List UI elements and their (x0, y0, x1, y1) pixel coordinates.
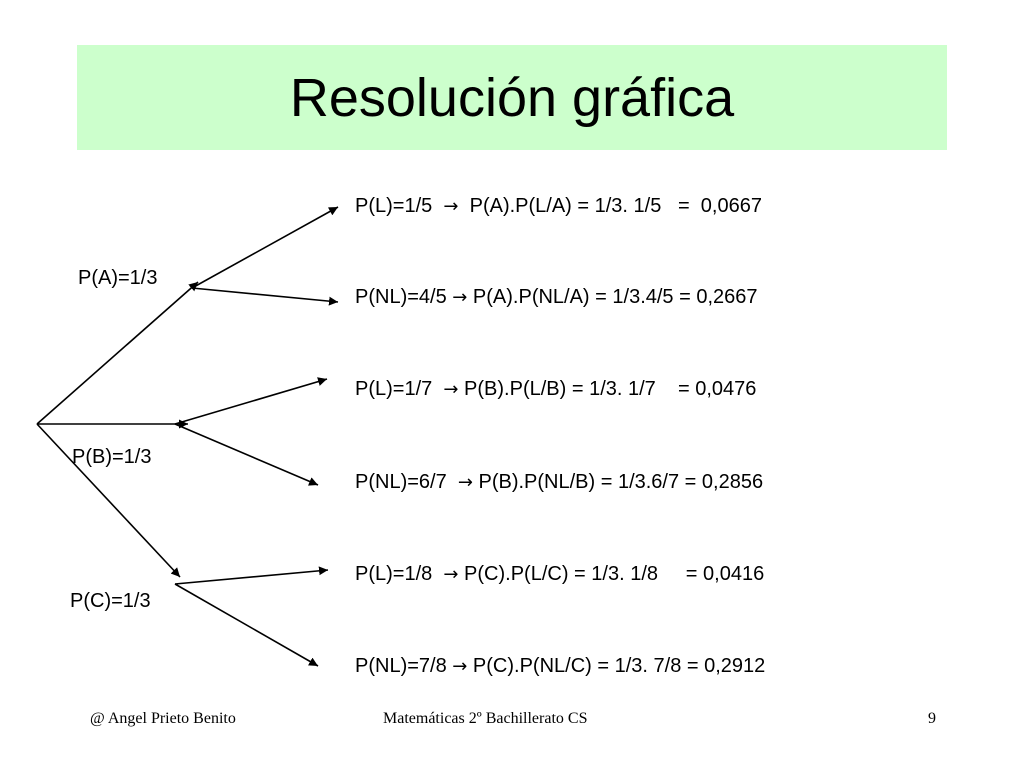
formula-row-b-nl: P(NL)=6/7 → P(B).P(NL/B) = 1/3.6/7 = 0,2… (355, 471, 764, 493)
footer-page-number: 9 (928, 710, 936, 727)
branch-label-a: P(A)=1/3 (78, 267, 158, 289)
edge-root-c (36, 423, 181, 578)
arrow-icon: → (457, 472, 473, 493)
footer-course: Matemáticas 2º Bachillerato CS (383, 710, 588, 727)
page-title: Resolución gráfica (289, 67, 735, 128)
formula-row-c-nl: P(NL)=7/8 → P(C).P(NL/C) = 1/3. 7/8 = 0,… (355, 655, 766, 677)
arrow-icon: → (443, 564, 459, 585)
formula-row-a-l: P(L)=1/5 → P(A).P(L/A) = 1/3. 1/5 = 0,06… (355, 195, 762, 217)
edge-a-l (191, 206, 339, 289)
branch-label-b: P(B)=1/3 (72, 446, 152, 468)
arrow-icon: → (452, 656, 468, 677)
formula-row-a-nl: P(NL)=4/5 → P(A).P(NL/A) = 1/3.4/5 = 0,2… (355, 286, 758, 308)
edge-a-nl (191, 287, 339, 306)
edge-c-l (174, 566, 329, 585)
edge-b-nl (174, 423, 319, 486)
edge-root-a (36, 281, 199, 425)
arrow-icon: → (443, 196, 459, 217)
formula-row-b-l: P(L)=1/7 → P(B).P(L/B) = 1/3. 1/7 = 0,04… (355, 378, 757, 400)
arrow-icon: → (443, 379, 459, 400)
formula-row-c-l: P(L)=1/8 → P(C).P(L/C) = 1/3. 1/8 = 0,04… (355, 563, 765, 585)
branch-label-c: P(C)=1/3 (70, 590, 151, 612)
footer-author: @ Angel Prieto Benito (90, 710, 236, 727)
edge-b-l (174, 377, 328, 425)
edge-c-nl (174, 583, 319, 667)
arrow-icon: → (452, 287, 468, 308)
title-bar: Resolución gráfica (77, 45, 947, 150)
